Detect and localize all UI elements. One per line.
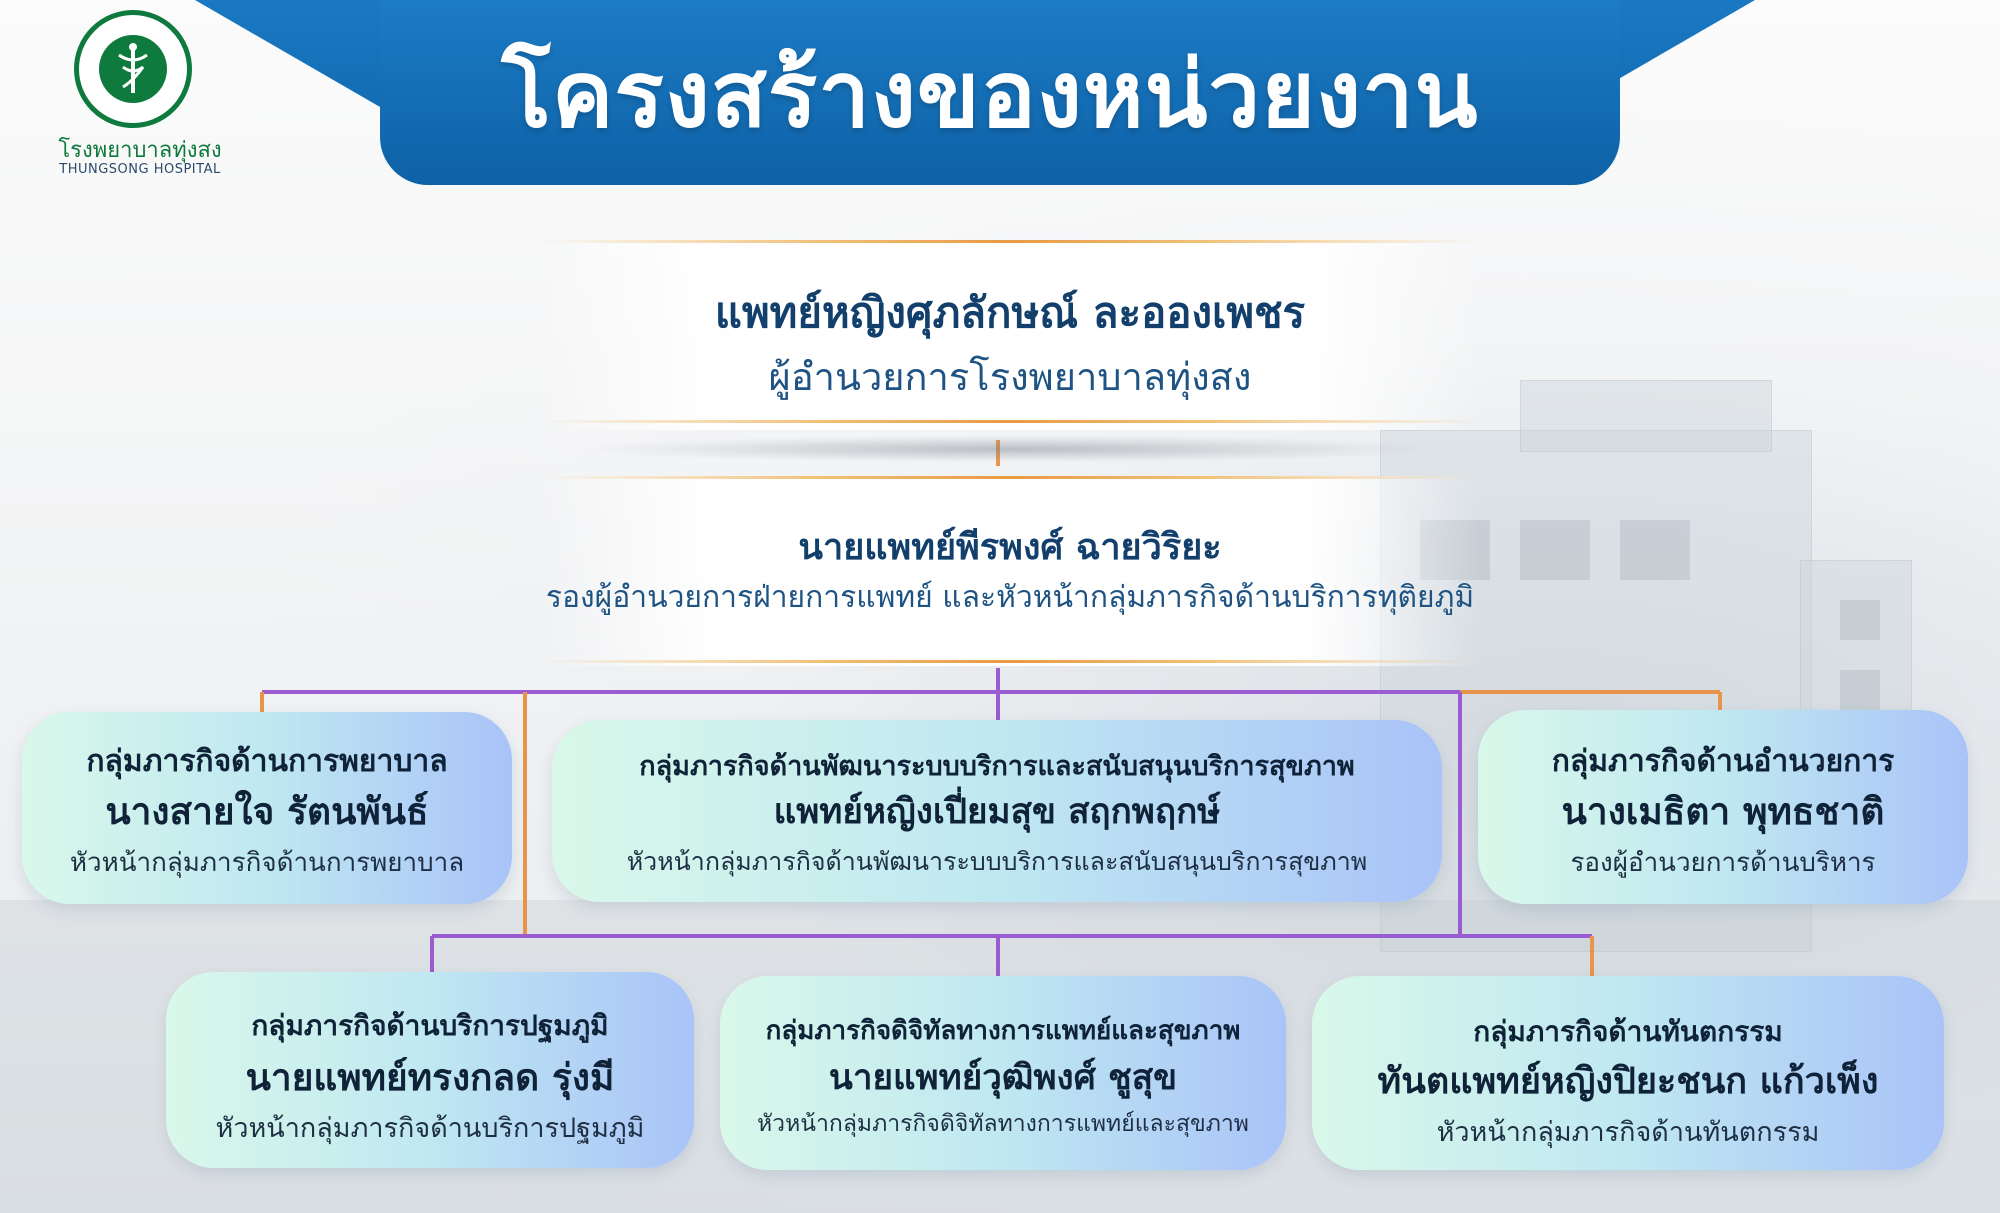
group-head-name: นายแพทย์ทรงกลด รุ่งมี <box>245 1056 615 1099</box>
ministry-seal-icon <box>74 10 192 128</box>
director-panel-shadow <box>600 436 1420 462</box>
group-head-name: ทันตแพทย์หญิงปิยะชนก แก้วเพ็ง <box>1377 1061 1879 1102</box>
logo-hospital-name-en: THUNGSONG HOSPITAL <box>59 162 221 177</box>
logo-hospital-name: โรงพยาบาลทุ่งสง <box>58 138 222 163</box>
group-title: กลุ่มภารกิจดิจิทัลทางการแพทย์และสุขภาพ <box>765 1016 1241 1046</box>
header-banner-inner <box>380 0 1620 185</box>
group-card-administration: กลุ่มภารกิจด้านอำนวยการ นางเมธิตา พุทธชา… <box>1478 710 1968 904</box>
group-head-role: หัวหน้ากลุ่มภารกิจดิจิทัลทางการแพทย์และส… <box>757 1111 1249 1137</box>
group-title: กลุ่มภารกิจด้านทันตกรรม <box>1473 1015 1783 1048</box>
group-card-nursing: กลุ่มภารกิจด้านการพยาบาล นางสายใจ รัตนพั… <box>22 712 512 904</box>
group-card-digital-health: กลุ่มภารกิจดิจิทัลทางการแพทย์และสุขภาพ น… <box>720 976 1286 1170</box>
group-title: กลุ่มภารกิจด้านการพยาบาล <box>86 744 448 779</box>
group-head-name: นายแพทย์วุฒิพงศ์ ชูสุข <box>828 1058 1178 1098</box>
deputy-role: รองผู้อำนวยการฝ่ายการแพทย์ และหัวหน้ากลุ… <box>545 580 1475 615</box>
group-card-dental: กลุ่มภารกิจด้านทันตกรรม ทันตแพทย์หญิงปิย… <box>1312 976 1944 1170</box>
group-head-role: หัวหน้ากลุ่มภารกิจด้านบริการปฐมภูมิ <box>215 1113 645 1144</box>
group-head-name: นางเมธิตา พุทธชาติ <box>1561 790 1885 833</box>
director-panel: แพทย์หญิงศุภลักษณ์ ละอองเพชร ผู้อำนวยการ… <box>540 240 1480 430</box>
connector-deputy-top-row <box>260 668 1722 720</box>
director-role: ผู้อำนวยการโรงพยาบาลทุ่งสง <box>768 355 1252 399</box>
group-head-role: หัวหน้ากลุ่มภารกิจด้านการพยาบาล <box>69 848 465 878</box>
hospital-logo: โรงพยาบาลทุ่งสง THUNGSONG HOSPITAL <box>40 10 240 180</box>
connector-trunks-bottom-row <box>430 692 1594 976</box>
group-card-service-development: กลุ่มภารกิจด้านพัฒนาระบบบริการและสนับสนุ… <box>552 720 1442 902</box>
group-card-primary-care: กลุ่มภารกิจด้านบริการปฐมภูมิ นายแพทย์ทรง… <box>166 972 694 1168</box>
group-head-role: หัวหน้ากลุ่มภารกิจด้านทันตกรรม <box>1436 1117 1820 1148</box>
deputy-panel: นายแพทย์พีรพงศ์ ฉายวิริยะ รองผู้อำนวยการ… <box>540 476 1480 666</box>
director-name: แพทย์หญิงศุภลักษณ์ ละอองเพชร <box>714 288 1306 337</box>
group-head-role: หัวหน้ากลุ่มภารกิจด้านพัฒนาระบบบริการและ… <box>626 847 1368 876</box>
deputy-name: นายแพทย์พีรพงศ์ ฉายวิริยะ <box>798 527 1222 568</box>
page-title: โครงสร้างของหน่วยงาน <box>501 40 1479 148</box>
group-head-name: แพทย์หญิงเปี่ยมสุข สฤกพฤกษ์ <box>773 792 1221 832</box>
group-head-role: รองผู้อำนวยการด้านบริหาร <box>1570 848 1876 878</box>
group-title: กลุ่มภารกิจด้านพัฒนาระบบบริการและสนับสนุ… <box>639 751 1355 782</box>
group-title: กลุ่มภารกิจด้านอำนวยการ <box>1551 744 1895 779</box>
group-head-name: นางสายใจ รัตนพันธ์ <box>105 790 429 833</box>
group-title: กลุ่มภารกิจด้านบริการปฐมภูมิ <box>251 1009 609 1042</box>
